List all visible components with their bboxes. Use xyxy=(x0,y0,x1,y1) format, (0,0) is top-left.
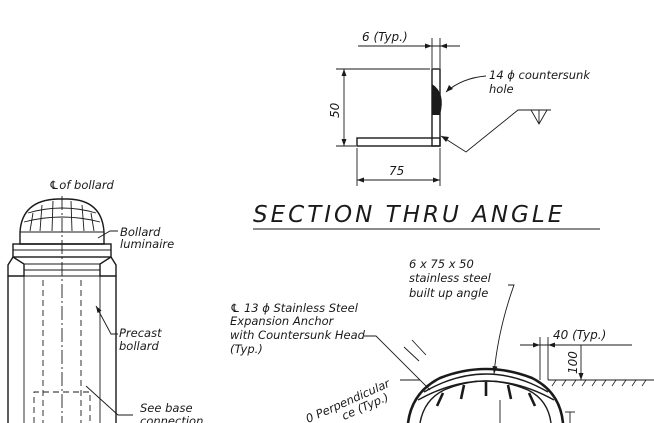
countersunk-label-2: hole xyxy=(489,82,514,96)
anchor-label-4: (Typ.) xyxy=(230,342,263,356)
built-up-angle-ring xyxy=(423,373,549,393)
precast-label-1: Precast xyxy=(119,326,162,340)
dim-height-50: 50 xyxy=(328,102,342,118)
section-title: SECTION THRU ANGLE xyxy=(253,202,565,228)
centerline-label: ℄of bollard xyxy=(49,178,115,192)
dim-40-typ: 40 (Typ.) xyxy=(553,328,606,342)
bollard-elevation: ℄of bollard xyxy=(7,178,203,423)
angle-horizontal-leg xyxy=(356,137,441,147)
angle-label-3: built up angle xyxy=(409,286,488,300)
base-label-1: See base xyxy=(140,401,193,415)
precast-label-2: bollard xyxy=(119,339,160,353)
bollard-plan-outer xyxy=(406,367,565,423)
dim-100: 100 xyxy=(566,351,580,374)
dim-typ-6: 6 (Typ.) xyxy=(362,30,408,44)
section-thru-angle: 6 (Typ.) 50 75 14 ϕ countersunk hole SEC… xyxy=(253,30,600,230)
luminaire-label-1: Bollard xyxy=(120,225,161,239)
luminaire-label-2: luminaire xyxy=(120,237,174,251)
angle-label-1: 6 x 75 x 50 xyxy=(409,257,474,271)
base-label-2: connection xyxy=(140,414,203,423)
plan-detail: 6 x 75 x 50 stainless steel built up ang… xyxy=(230,257,654,423)
luminaire-dome xyxy=(19,198,105,245)
angle-label-2: stainless steel xyxy=(409,271,492,285)
countersunk-label-1: 14 ϕ countersunk xyxy=(489,68,591,82)
anchor-label-1: ℄ 13 ϕ Stainless Steel xyxy=(230,301,359,315)
anchor-label-3: with Countersunk Head xyxy=(230,328,366,342)
anchor-label-2: Expansion Anchor xyxy=(230,314,335,328)
dim-width-75: 75 xyxy=(389,164,404,178)
countersunk-hole-mark xyxy=(432,84,442,115)
